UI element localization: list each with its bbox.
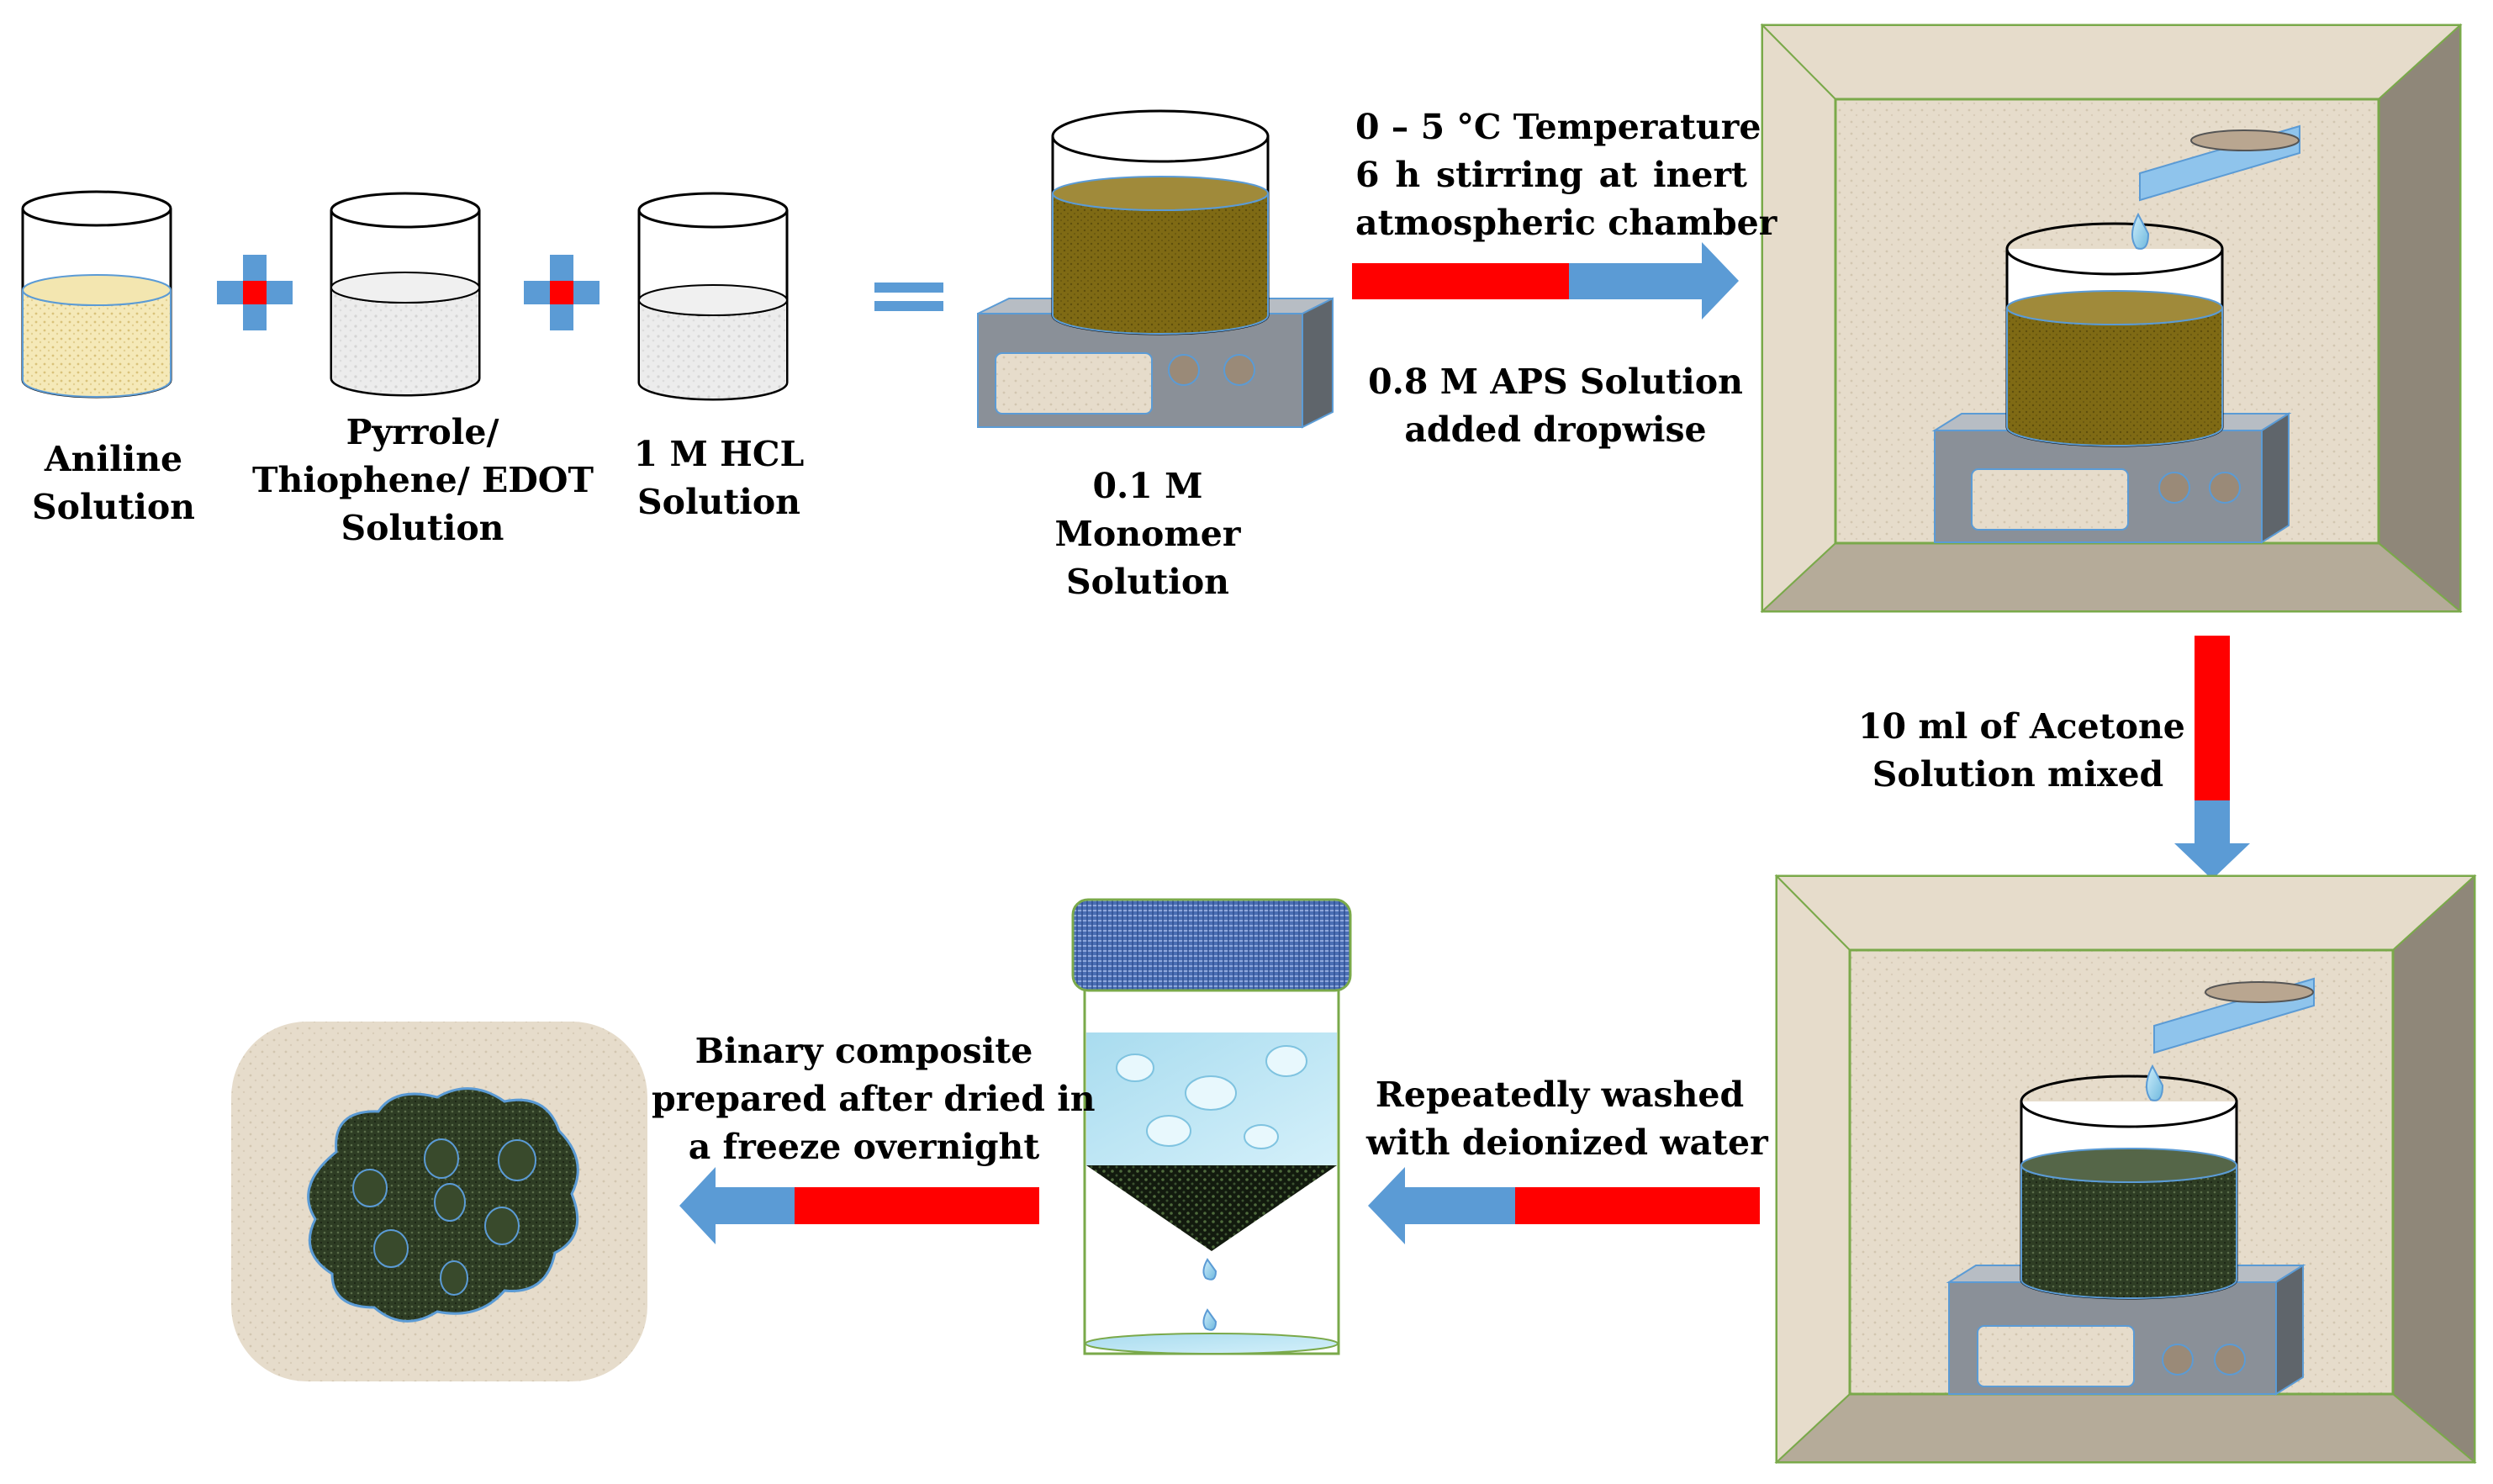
plus-icon	[217, 255, 293, 330]
arrow-left	[1368, 1167, 1760, 1244]
binary-composite-result	[231, 1022, 647, 1381]
monomer-beaker	[330, 192, 481, 397]
monomer-solution-stirrer	[977, 109, 1334, 429]
arrow-right	[1352, 242, 1739, 320]
filtration-apparatus	[1071, 898, 1352, 1355]
plus-icon	[524, 255, 599, 330]
hcl-beaker	[637, 192, 789, 401]
aniline-beaker	[21, 190, 172, 399]
washing-chamber	[1774, 874, 2477, 1465]
arrow-left	[679, 1167, 1039, 1244]
arrow-down	[2174, 636, 2250, 879]
equals-icon	[874, 283, 943, 311]
reaction-chamber	[1760, 23, 2463, 614]
